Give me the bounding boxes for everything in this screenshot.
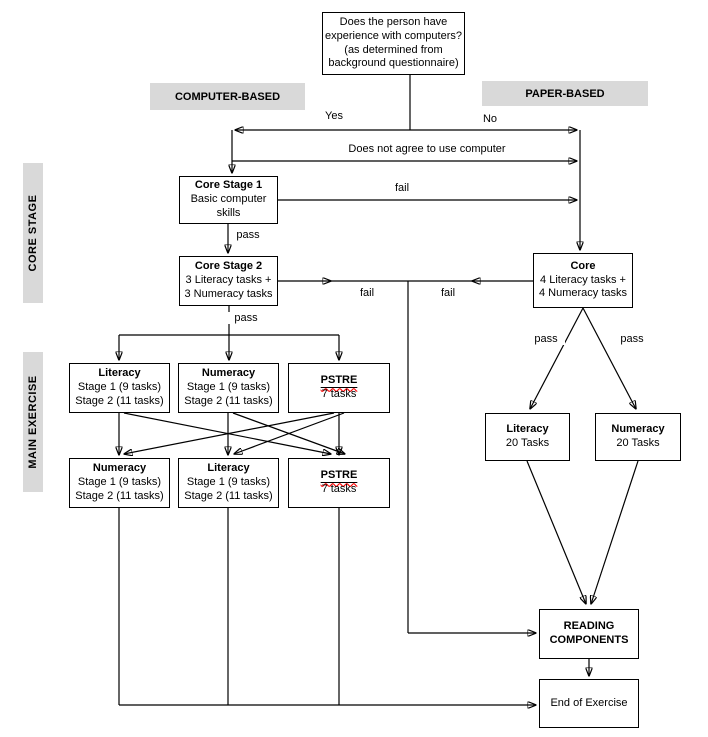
side-label-main-exercise: MAIN EXERCISE: [23, 352, 43, 492]
question-line-2: (as determined from background questionn…: [328, 43, 459, 70]
node-core-stage-2: Core Stage 2 3 Literacy tasks + 3 Numera…: [179, 256, 278, 306]
node-paper-core-title: Core: [570, 259, 596, 272]
node-cba-numeracy-module1: Numeracy Stage 1 (9 tasks) Stage 2 (11 t…: [178, 363, 279, 413]
node-core-stage-2-title: Core Stage 2: [194, 260, 263, 273]
paper-branch-lines: [526, 307, 639, 676]
side-label-core-stage-text: CORE STAGE: [27, 194, 39, 272]
node-cba-numeracy-module2-title: Numeracy: [92, 462, 147, 475]
end-of-exercise-lines: [118, 508, 536, 705]
node-cba-pstre-module2-title-wrap: PSTRE: [321, 469, 358, 483]
node-paper-core-body: 4 Literacy tasks + 4 Numeracy tasks: [538, 273, 628, 300]
node-reading-components-title: READING COMPONENTS: [549, 620, 629, 646]
node-cba-literacy-module1: Literacy Stage 1 (9 tasks) Stage 2 (11 t…: [69, 363, 170, 413]
node-cba-pstre-module2-title: PSTRE: [320, 469, 358, 482]
edge-label-pass-core-stage-2: pass: [227, 312, 265, 324]
yes-no-branch-lines: [232, 75, 580, 250]
node-cba-pstre-module2: PSTRE 7 tasks: [288, 458, 390, 508]
edge-label-no: No: [472, 113, 508, 125]
node-cba-pstre-module1-body: 7 tasks: [321, 388, 357, 400]
core-stage-lines: [228, 200, 577, 633]
node-cba-numeracy-module1-title: Numeracy: [201, 367, 256, 380]
node-cba-pstre-module1: PSTRE 7 tasks: [288, 363, 390, 413]
node-cba-pstre-module1-title-wrap: PSTRE: [321, 374, 358, 388]
node-cba-literacy-module1-body: Stage 1 (9 tasks) Stage 2 (11 tasks): [75, 381, 164, 407]
node-core-stage-1-body: Basic computer skills: [190, 193, 267, 219]
node-paper-literacy-body: 20 Tasks: [505, 437, 550, 449]
node-core-stage-2-body: 3 Literacy tasks + 3 Numeracy tasks: [184, 274, 273, 300]
edge-label-pass-paper-numeracy: pass: [613, 333, 651, 345]
node-paper-numeracy: Numeracy 20 Tasks: [595, 413, 681, 461]
edge-label-pass-core-stage-1: pass: [229, 229, 267, 241]
node-experience-question: Does the person have experience with com…: [322, 12, 465, 75]
edge-label-fail-core-stage-1: fail: [384, 182, 420, 194]
question-line-1: Does the person have experience with com…: [325, 16, 462, 42]
node-paper-literacy-title: Literacy: [506, 423, 549, 436]
node-cba-numeracy-module2-body: Stage 1 (9 tasks) Stage 2 (11 tasks): [75, 476, 164, 502]
node-cba-literacy-module2-title: Literacy: [207, 462, 250, 475]
node-cba-literacy-module2: Literacy Stage 1 (9 tasks) Stage 2 (11 t…: [178, 458, 279, 508]
side-label-core-stage: CORE STAGE: [23, 163, 43, 303]
edge-label-fail-cba-core: fail: [349, 287, 385, 299]
node-core-stage-1: Core Stage 1 Basic computer skills: [179, 176, 278, 224]
node-cba-numeracy-module2: Numeracy Stage 1 (9 tasks) Stage 2 (11 t…: [69, 458, 170, 508]
node-core-stage-1-title: Core Stage 1: [194, 179, 263, 192]
node-paper-literacy: Literacy 20 Tasks: [485, 413, 570, 461]
node-reading-components: READING COMPONENTS: [539, 609, 639, 659]
node-end-of-exercise: End of Exercise: [539, 679, 639, 728]
node-cba-literacy-module1-title: Literacy: [98, 367, 141, 380]
node-cba-pstre-module1-title: PSTRE: [320, 374, 358, 387]
edge-label-does-not-agree: Does not agree to use computer: [325, 143, 529, 155]
edge-label-pass-paper-literacy: pass: [527, 333, 565, 345]
node-cba-literacy-module2-body: Stage 1 (9 tasks) Stage 2 (11 tasks): [184, 476, 273, 502]
node-paper-core: Core 4 Literacy tasks + 4 Numeracy tasks: [533, 253, 633, 308]
section-label-paper-based: PAPER-BASED: [482, 81, 648, 106]
node-paper-numeracy-body: 20 Tasks: [616, 437, 660, 449]
edge-label-fail-paper-core: fail: [430, 287, 466, 299]
node-paper-numeracy-title: Numeracy: [611, 423, 665, 436]
node-cba-numeracy-module1-body: Stage 1 (9 tasks) Stage 2 (11 tasks): [184, 381, 273, 407]
edge-label-yes: Yes: [316, 110, 352, 122]
module-rotation-lines: [119, 412, 345, 455]
node-end-of-exercise-title: End of Exercise: [550, 696, 628, 709]
section-label-computer-based: COMPUTER-BASED: [150, 83, 305, 110]
side-label-main-exercise-text: MAIN EXERCISE: [27, 375, 39, 469]
node-cba-pstre-module2-body: 7 tasks: [321, 483, 357, 495]
